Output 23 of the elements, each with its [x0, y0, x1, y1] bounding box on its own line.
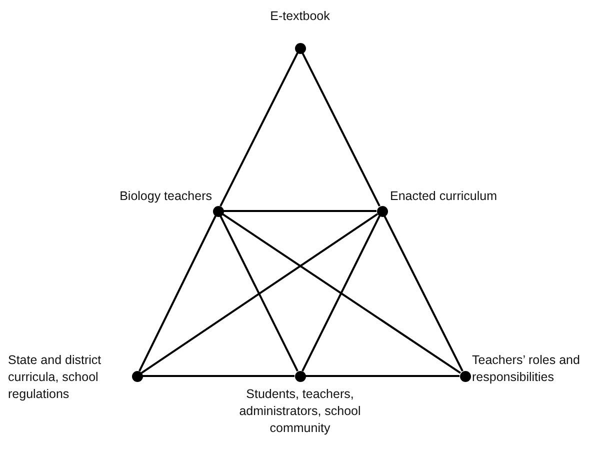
connector-line [302, 52, 380, 207]
point-dot [132, 370, 142, 382]
point-label: E-textbook [269, 8, 331, 25]
connector-line [220, 215, 298, 372]
connector-line [302, 215, 380, 372]
point-label: Students, teachers, administrators, school community [238, 386, 362, 437]
connector-line [142, 375, 294, 377]
point-dot [460, 370, 470, 382]
connector-line [220, 52, 298, 207]
point-dot [294, 370, 306, 382]
point-label: Biology teachers [118, 188, 212, 205]
connector-line [306, 375, 460, 377]
connector-line [141, 213, 378, 374]
connector-line [222, 213, 461, 374]
point-dot [212, 206, 224, 216]
point-label: State and district curricula, school regulations [8, 352, 102, 403]
point-label: Enacted curriculum [390, 188, 498, 205]
connector-line [138, 216, 216, 372]
point-dot [376, 206, 388, 216]
connector-line [224, 210, 376, 212]
connector-line [384, 215, 464, 372]
point-dot [294, 42, 306, 54]
point-label: Teachers’ roles and responsibilities [472, 352, 581, 386]
